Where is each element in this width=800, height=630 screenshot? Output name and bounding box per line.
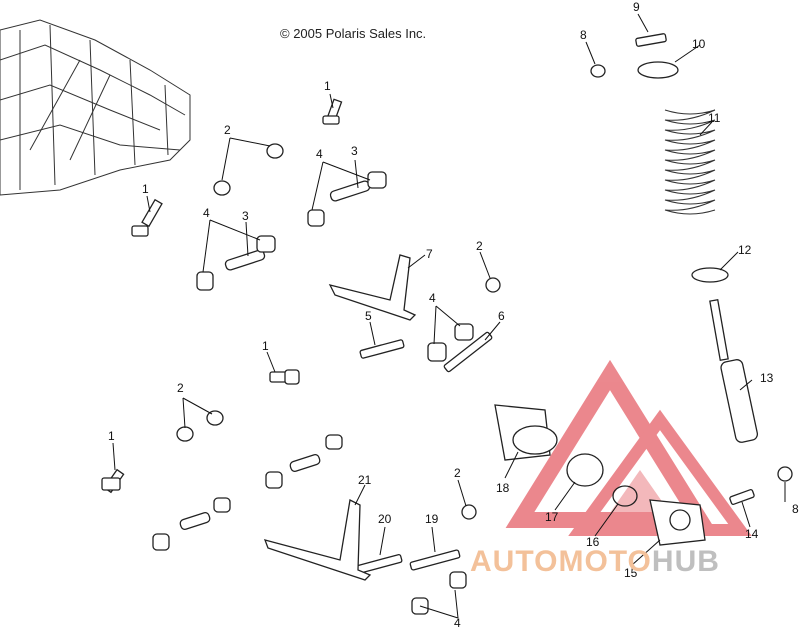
callout-11: 11 [708, 111, 721, 125]
watermark-text-part1: AUTOMOTO [470, 545, 652, 578]
bolt-1-upper [322, 98, 343, 125]
callout-14: 14 [745, 527, 759, 541]
a-arm-upper [328, 254, 417, 321]
callout-8: 8 [580, 28, 587, 42]
leader-lines [112, 13, 786, 619]
callout-2: 2 [454, 466, 461, 480]
watermark-logo [505, 359, 752, 536]
callout-2: 2 [177, 381, 184, 395]
coil-spring-11 [664, 109, 716, 215]
callout-3: 3 [242, 209, 249, 223]
callout-5: 5 [365, 309, 372, 323]
nut-8-top [590, 64, 606, 78]
callout-1: 1 [324, 79, 331, 93]
callout-15: 15 [624, 566, 638, 580]
callout-8: 8 [792, 502, 799, 516]
shock-absorber-13 [709, 299, 759, 443]
bushings-and-pins [152, 171, 474, 615]
long-bolts [355, 331, 493, 575]
callout-21: 21 [358, 473, 372, 487]
callout-10: 10 [692, 37, 706, 51]
callout-4: 4 [316, 147, 323, 161]
hub-15 [649, 499, 706, 546]
callout-12: 12 [738, 243, 752, 257]
callout-18: 18 [496, 481, 510, 495]
callout-13: 13 [760, 371, 774, 385]
callout-9: 9 [633, 0, 640, 14]
callout-4: 4 [203, 206, 210, 220]
chassis-frame-sketch [0, 19, 191, 196]
callout-16: 16 [586, 535, 600, 549]
snap-ring-16 [612, 485, 638, 507]
bearing-carrier [494, 404, 558, 461]
copyright-notice: © 2005 Polaris Sales Inc. [280, 26, 427, 41]
callout-4: 4 [429, 291, 436, 305]
callout-4: 4 [454, 616, 461, 630]
watermark-text-part2: HUB [651, 545, 720, 578]
a-arm-lower [263, 499, 372, 581]
callout-6: 6 [498, 309, 505, 323]
bolt-9 [635, 33, 667, 47]
nut-8-right [777, 466, 793, 482]
callout-3: 3 [351, 144, 358, 158]
bearing-17 [566, 453, 604, 487]
callout-17: 17 [545, 510, 559, 524]
callout-1: 1 [262, 339, 269, 353]
bolt-1-lower [101, 468, 125, 494]
callout-1: 1 [142, 182, 149, 196]
callout-19: 19 [425, 512, 439, 526]
watermark-text: AUTOMOTOHUB [470, 545, 720, 579]
bolt-1-mid [269, 369, 300, 385]
nuts-2 [176, 143, 501, 520]
callout-2: 2 [224, 123, 231, 137]
callout-2: 2 [476, 239, 483, 253]
callout-1: 1 [108, 429, 115, 443]
bolt-1-left [131, 198, 163, 237]
callout-7: 7 [426, 247, 433, 261]
washer-12 [691, 267, 729, 283]
callout-20: 20 [378, 512, 392, 526]
spring-retainer-10 [637, 61, 679, 79]
pin-14 [729, 489, 755, 505]
